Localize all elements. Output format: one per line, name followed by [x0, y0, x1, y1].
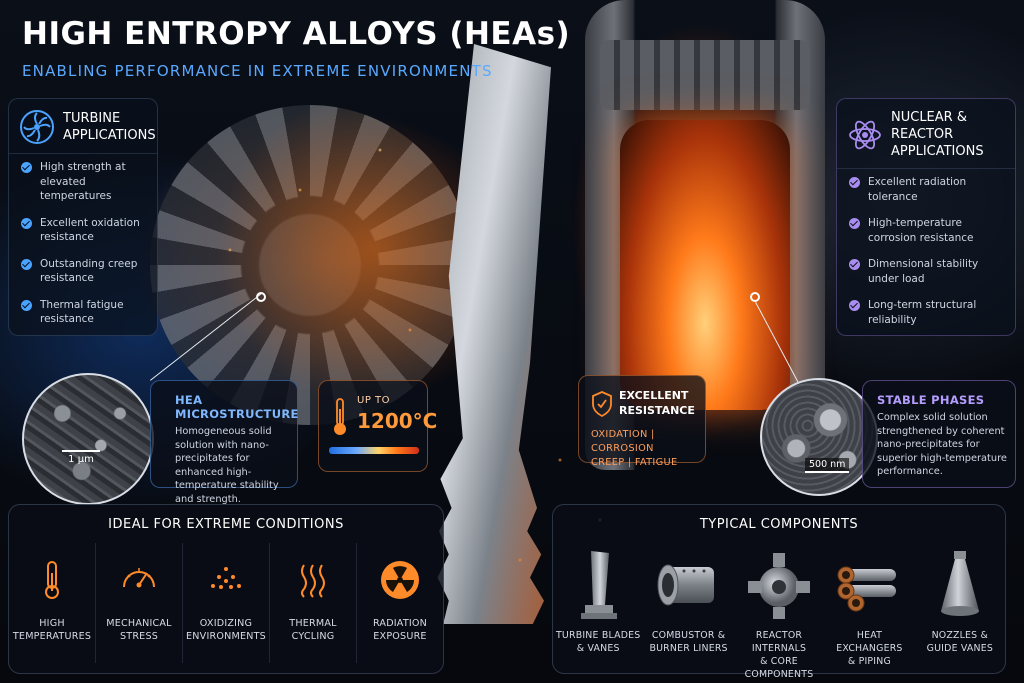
microstructure-callout: HEA MICROSTRUCTURE Homogeneous solid sol… — [150, 380, 299, 505]
reactor-internals-image — [748, 553, 811, 619]
list-item: High-temperature corrosion resistance — [849, 216, 1007, 245]
check-icon — [849, 218, 860, 229]
radiation-icon — [381, 561, 419, 599]
condition-label: THERMAL CYCLING — [289, 618, 337, 642]
nuclear-panel-title: NUCLEAR & REACTOR APPLICATIONS — [891, 110, 984, 159]
component-item: REACTOR INTERNALS & CORE COMPONENTS — [734, 541, 824, 681]
bullet-text: Outstanding creep resistance — [40, 257, 138, 285]
resistance-tags: OXIDATION | CORROSION CREEP | FATIGUE — [591, 429, 678, 468]
component-label: NOZZLES & GUIDE VANES — [926, 630, 993, 654]
check-icon — [849, 300, 860, 311]
page-subtitle: ENABLING PERFORMANCE IN EXTREME ENVIRONM… — [22, 62, 493, 80]
microstructure-title: HEA MICROSTRUCTURE — [175, 393, 299, 421]
temperature-callout: UP TO 1200°C — [318, 380, 437, 472]
check-icon — [21, 258, 32, 270]
condition-item: HIGH TEMPERATURES — [9, 543, 96, 663]
bullet-text: High strength at elevated temperatures — [40, 161, 126, 202]
condition-item: MECHANICAL STRESS — [96, 543, 183, 663]
heat-waves-icon — [301, 564, 325, 598]
microstructure-image — [22, 373, 154, 505]
thermometer-icon — [45, 561, 59, 599]
turbine-bullet-list: High strength at elevated temperatures E… — [9, 154, 157, 327]
list-item: High strength at elevated temperatures — [21, 160, 149, 204]
reactor-flange-image — [600, 40, 810, 110]
list-item: Dimensional stability under load — [849, 257, 1007, 286]
component-item: COMBUSTOR & BURNER LINERS — [643, 541, 733, 681]
typical-components-panel: TYPICAL COMPONENTS TURBINE BLADES & VANE… — [552, 504, 1006, 680]
component-item: NOZZLES & GUIDE VANES — [915, 541, 1005, 681]
list-item: Long-term structural reliability — [849, 298, 1007, 327]
temperature-gradient-bar — [329, 447, 419, 454]
conditions-row: HIGH TEMPERATURES MECHANICAL STRESS OXID… — [9, 543, 443, 663]
nozzle-image — [940, 551, 979, 616]
component-label: REACTOR INTERNALS & CORE COMPONENTS — [744, 630, 814, 680]
combustor-liner-image — [657, 564, 714, 606]
turbine-fan-icon — [20, 110, 54, 144]
check-icon — [849, 259, 860, 270]
stable-phases-body: Complex solid solution strengthened by c… — [877, 412, 1007, 477]
phase-microstructure-image — [760, 378, 878, 496]
shield-check-icon — [592, 391, 612, 418]
component-label: HEAT EXCHANGERS & PIPING — [836, 630, 903, 667]
heat-exchanger-pipes-image — [837, 566, 897, 612]
particles-icon — [211, 567, 241, 589]
microstructure-scale-bar: 1 µm — [62, 450, 100, 465]
condition-item: RADIATION EXPOSURE — [357, 543, 443, 663]
list-item: Outstanding creep resistance — [21, 257, 149, 286]
turbine-blade-component-image — [581, 551, 618, 619]
bullet-text: Excellent radiation tolerance — [868, 176, 967, 203]
nuclear-panel-header: NUCLEAR & REACTOR APPLICATIONS — [837, 99, 1015, 169]
components-title: TYPICAL COMPONENTS — [699, 517, 859, 532]
temperature-up-to-label: UP TO — [357, 395, 391, 406]
components-row: TURBINE BLADES & VANES COMBUSTOR & BURNE… — [553, 541, 1005, 681]
nuclear-applications-panel: NUCLEAR & REACTOR APPLICATIONS Excellent… — [836, 98, 1016, 336]
check-icon — [21, 217, 32, 229]
conditions-title: IDEAL FOR EXTREME CONDITIONS — [108, 517, 344, 532]
turbine-rotor-image — [150, 105, 470, 425]
list-item: Excellent radiation tolerance — [849, 175, 1007, 204]
condition-item: OXIDIZING ENVIRONMENTS — [183, 543, 270, 663]
check-icon — [849, 177, 860, 188]
atom-icon — [849, 120, 881, 149]
component-label: COMBUSTOR & BURNER LINERS — [649, 630, 728, 654]
condition-label: HIGH TEMPERATURES — [12, 618, 92, 642]
extreme-conditions-panel: IDEAL FOR EXTREME CONDITIONS HIGH TEMPER… — [8, 504, 444, 674]
list-item: Excellent oxidation resistance — [21, 216, 149, 245]
component-item: HEAT EXCHANGERS & PIPING — [824, 541, 914, 681]
resistance-callout: EXCELLENT RESISTANCE OXIDATION | CORROSI… — [578, 375, 706, 468]
component-item: TURBINE BLADES & VANES — [553, 541, 643, 681]
list-item: Thermal fatigue resistance — [21, 298, 149, 327]
phase-scale-bar: 500 nm — [805, 458, 850, 473]
page-title: HIGH ENTROPY ALLOYS (HEAs) — [22, 16, 571, 52]
thermometer-icon — [334, 398, 346, 435]
condition-item: THERMAL CYCLING — [270, 543, 357, 663]
check-icon — [21, 162, 32, 173]
condition-label: OXIDIZING ENVIRONMENTS — [186, 618, 266, 642]
nuclear-bullet-list: Excellent radiation tolerance High-tempe… — [837, 169, 1015, 327]
resistance-title: EXCELLENT RESISTANCE — [619, 389, 695, 417]
bullet-text: High-temperature corrosion resistance — [868, 217, 974, 244]
bullet-text: Thermal fatigue resistance — [40, 298, 124, 326]
bullet-text: Excellent oxidation resistance — [40, 216, 140, 244]
turbine-applications-panel: TURBINE APPLICATIONS High strength at el… — [8, 98, 158, 336]
bullet-text: Long-term structural reliability — [868, 299, 977, 326]
microstructure-body: Homogeneous solid solution with nano-pre… — [175, 426, 279, 505]
reactor-callout-marker — [750, 292, 760, 302]
gauge-icon — [123, 568, 155, 588]
turbine-panel-header: TURBINE APPLICATIONS — [9, 99, 157, 154]
condition-label: MECHANICAL STRESS — [106, 618, 172, 642]
temperature-value: 1200°C — [357, 409, 438, 433]
condition-label: RADIATION EXPOSURE — [372, 618, 428, 642]
component-label: TURBINE BLADES & VANES — [556, 630, 641, 654]
reactor-core-glow — [620, 120, 790, 410]
stable-phases-title: STABLE PHASES — [877, 393, 985, 407]
stable-phases-callout: STABLE PHASES Complex solid solution str… — [862, 380, 1016, 488]
turbine-panel-title: TURBINE APPLICATIONS — [63, 111, 156, 143]
bullet-text: Dimensional stability under load — [868, 258, 979, 285]
check-icon — [21, 299, 32, 311]
